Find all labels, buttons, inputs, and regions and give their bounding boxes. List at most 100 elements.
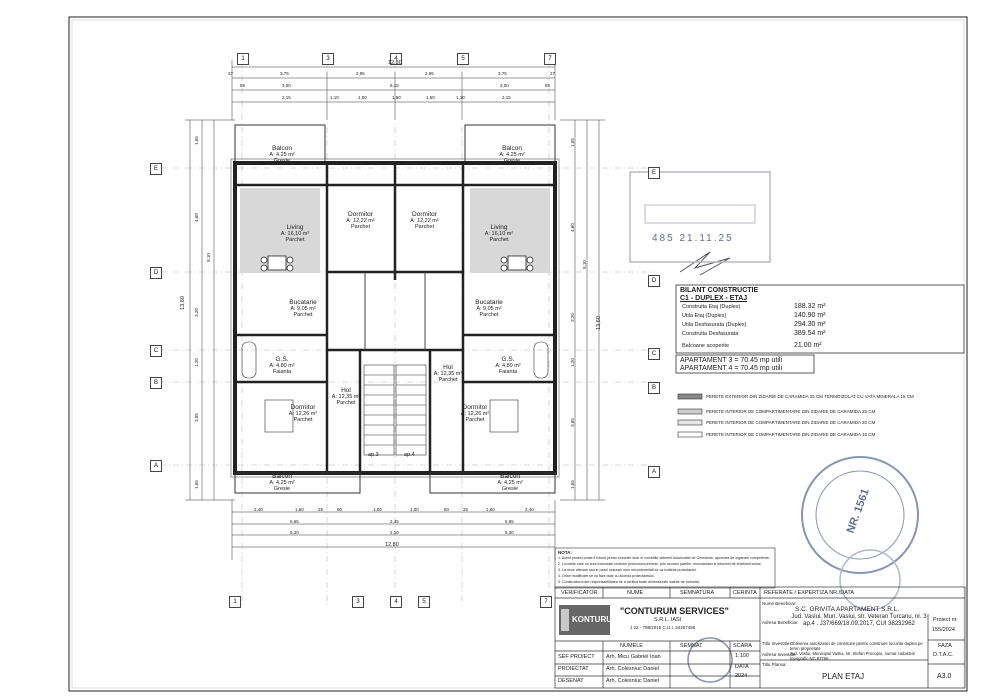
axis-tag-col-4-bottom: 4 <box>390 596 402 608</box>
dim-right-3: 3,20 <box>569 313 575 322</box>
bilant-row-3-value: 389.54 m² <box>794 330 826 337</box>
dim-top-1-0: 27 <box>228 71 234 76</box>
round-stamp-2 <box>839 549 901 611</box>
room-floor: Parchet <box>293 312 313 318</box>
adresa-label: Adresa Beneficiar: <box>762 620 799 625</box>
bilant-balcoane-value: 21.00 m² <box>794 342 822 349</box>
room-name: Bucatarie <box>475 299 503 306</box>
notes-line-4: 5. Constructorul are responsabilitatea d… <box>558 580 701 584</box>
bathtubs <box>241 341 549 379</box>
bilant-title: BILANT CONSTRUCTIE <box>680 287 759 294</box>
room-area: A: 12,22 m² <box>410 218 439 224</box>
plansa-value: PLAN ETAJ <box>822 672 865 681</box>
dim-top-3-6: 2,15 <box>502 95 511 100</box>
room-name: Living <box>286 224 304 231</box>
role-desenat: DESENAT <box>558 678 584 684</box>
room-area: A: 12,35 m² <box>433 371 463 377</box>
axis-tag-col-5-top: 5 <box>457 53 469 65</box>
faza-label: FAZA <box>938 643 952 649</box>
room-name: Balcon <box>502 145 522 152</box>
dim-top-1-1: 3,75 <box>280 71 289 76</box>
room-floor: Faianta <box>498 369 518 375</box>
notes-box <box>554 547 776 589</box>
axis-tag-col-1-top: 1 <box>237 53 249 65</box>
role-proiectat: PROIECTAT <box>558 666 589 672</box>
dim-bottom-3-1: 2,10 <box>390 530 399 535</box>
room-dormitor-2: Dormitor A: 12,22 m² Parchet <box>397 211 452 230</box>
upper-stamp-frame <box>629 171 771 263</box>
bilant-row-3-label: Construita Desfasurata <box>682 331 739 337</box>
room-floor: Parchet <box>293 417 313 423</box>
proiect-label: Proiect nr. <box>933 617 958 623</box>
room-area: A: 16,10 m² <box>484 231 514 237</box>
room-floor: Parchet <box>415 224 434 230</box>
tb-head-verificator: VERIFICATOR <box>561 590 598 596</box>
left-dimension-lines <box>185 119 235 501</box>
room-floor: Parchet <box>336 400 356 406</box>
notes-line-0: 1. Acest proiect poate fi folosit pentru… <box>558 556 770 560</box>
dim-right-total: 13,60 <box>595 316 602 330</box>
ap-box <box>675 354 815 374</box>
dim-bottom-3-0: 5,30 <box>290 530 299 535</box>
legend-item-2: PERETE INTERIOR DE COMPARTIMENTARE DIN Z… <box>706 420 876 425</box>
room-floor: Parchet <box>489 237 509 243</box>
semnat-header: SEMNAT <box>680 643 703 649</box>
dim-bottom-1-8: 1,60 <box>486 507 495 512</box>
dim-right-6: 1,65 <box>569 480 575 489</box>
dim-left-6: 1,65 <box>193 480 199 489</box>
legend-item-3: PERETE INTERIOR DE COMPARTIMENTARE DIN Z… <box>706 432 876 437</box>
room-area: A: 4,25 m² <box>269 480 295 486</box>
room-dormitor-3: Dormitor A: 12,26 m² Parchet <box>278 404 328 423</box>
dim-bottom-1-6: 80 <box>444 507 450 512</box>
axis-tag-row-d-right: D <box>648 275 660 287</box>
dim-bottom-2-0: 5,65 <box>290 519 299 524</box>
dim-top-total: 12,80 <box>388 60 402 66</box>
room-living-left: Living A: 16,10 m² Parchet <box>270 224 320 243</box>
room-name: Hol <box>443 364 453 371</box>
tb-head-nume: NUME <box>627 590 644 596</box>
axis-tag-col-1-bottom: 1 <box>229 596 241 608</box>
top-dimension-lines <box>231 60 556 120</box>
sheet-border <box>68 16 968 692</box>
bilant-box <box>675 284 965 354</box>
dim-left-5: 3,85 <box>193 413 199 422</box>
axis-tag-row-d-left: D <box>150 267 162 279</box>
dim-top-1-5: 27 <box>550 71 556 76</box>
room-balcon-top-left: Balcon A: 4.25 m² Gresie <box>262 145 302 164</box>
exterior-insulation <box>230 158 560 478</box>
dim-left-3: 3,20 <box>193 308 199 317</box>
bilant-row-1-value: 140.90 m² <box>794 312 826 319</box>
balcony-bottom-left <box>234 472 361 494</box>
room-name: Dormitor <box>290 404 316 411</box>
room-name: G.S. <box>501 356 515 363</box>
dim-top-3-5: 1,10 <box>456 95 465 100</box>
adresa-investitie-label: Adresa Investitie: <box>762 652 797 657</box>
room-floor: Parchet <box>438 377 458 383</box>
room-name: Dormitor <box>462 404 488 411</box>
bilant-row-2-label: Utila Desfasurata (Duplex) <box>682 322 747 328</box>
right-dimension-lines <box>560 119 605 501</box>
bilant-row-1-label: Utila Etaj (Duplex) <box>682 313 727 319</box>
room-living-right: Living A: 16,10 m² Parchet <box>474 224 524 243</box>
room-area: A: 4.25 m² <box>269 152 295 158</box>
data-value: 2024 <box>735 673 748 679</box>
room-floor: Faianta <box>272 369 292 375</box>
axis-tag-row-c-left: C <box>150 345 162 357</box>
legend-swatches <box>677 393 703 438</box>
room-area: A: 4.25 m² <box>499 152 525 158</box>
room-area: A: 12,26 m² <box>288 411 318 417</box>
bilant-balcoane-label: Balcoane acoperite <box>682 343 730 349</box>
dim-bottom-1-0: 2,40 <box>254 507 263 512</box>
signature-scribble <box>679 251 731 276</box>
numele-header: NUMELE <box>620 643 643 649</box>
konturum-logo-mark <box>561 609 569 631</box>
beneficiar-label: Nume Beneficiar: <box>762 601 797 606</box>
axis-tag-col-3-bottom: 3 <box>352 596 364 608</box>
dim-bottom-3-2: 5,30 <box>505 530 514 535</box>
room-hol-left: Hol A: 12,35 m² Parchet <box>330 387 362 406</box>
proiect-value: 155/2024 <box>932 627 955 633</box>
name-desenat: Arh. Colesniuc Daniel <box>606 678 659 684</box>
room-name: Balcon <box>272 145 292 152</box>
apartment-label-left: ap.3 <box>368 452 379 458</box>
dim-left-total: 13,60 <box>179 296 186 310</box>
